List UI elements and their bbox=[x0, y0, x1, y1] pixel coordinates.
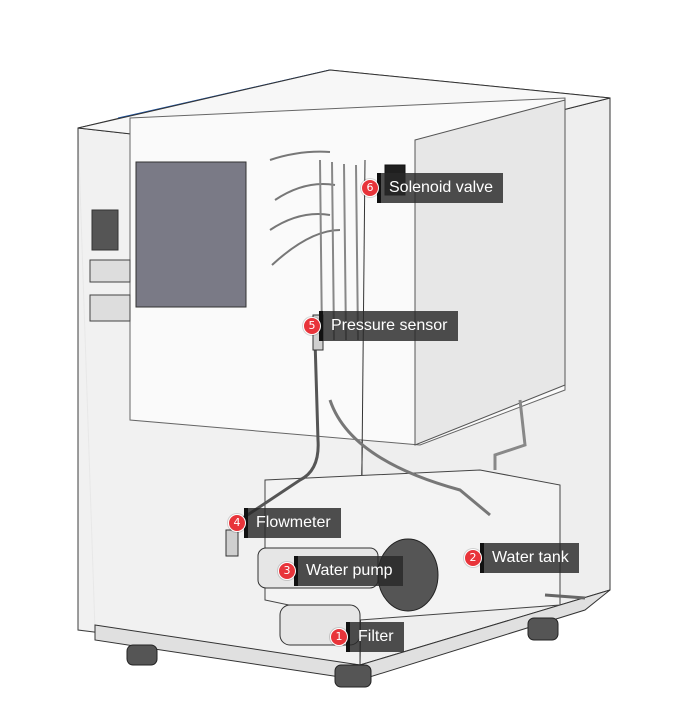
wheel-left bbox=[126, 644, 158, 666]
pipe-right bbox=[328, 399, 491, 517]
badge-5: 5 bbox=[303, 317, 321, 335]
hoses-top bbox=[269, 150, 341, 266]
label-water-pump: Water pump bbox=[294, 556, 403, 586]
hoses-down bbox=[319, 159, 359, 341]
badge-6: 6 bbox=[361, 179, 379, 197]
label-flowmeter: Flowmeter bbox=[244, 508, 341, 538]
side-display bbox=[91, 209, 119, 251]
callout-flowmeter: 4 Flowmeter bbox=[228, 508, 341, 538]
badge-3: 3 bbox=[278, 562, 296, 580]
upper-right-block bbox=[414, 99, 566, 446]
label-pressure-sensor: Pressure sensor bbox=[319, 311, 458, 341]
wheel-center bbox=[334, 664, 372, 688]
badge-1: 1 bbox=[330, 628, 348, 646]
tank-outlet bbox=[544, 593, 586, 600]
label-water-tank: Water tank bbox=[480, 543, 579, 573]
badge-4: 4 bbox=[228, 514, 246, 532]
callout-water-pump: 3 Water pump bbox=[278, 556, 403, 586]
callout-filter: 1 Filter bbox=[330, 622, 404, 652]
callout-solenoid-valve: 6 Solenoid valve bbox=[361, 173, 504, 203]
badge-2: 2 bbox=[464, 549, 482, 567]
label-filter: Filter bbox=[346, 622, 404, 652]
label-solenoid-valve: Solenoid valve bbox=[377, 173, 504, 203]
callout-pressure-sensor: 5 Pressure sensor bbox=[303, 311, 458, 341]
callout-water-tank: 2 Water tank bbox=[464, 543, 579, 573]
side-buttons-1 bbox=[89, 259, 131, 283]
pipe-right-side bbox=[493, 399, 527, 470]
side-buttons-2 bbox=[89, 294, 131, 322]
wheel-right bbox=[527, 617, 559, 641]
control-panel bbox=[135, 161, 247, 308]
